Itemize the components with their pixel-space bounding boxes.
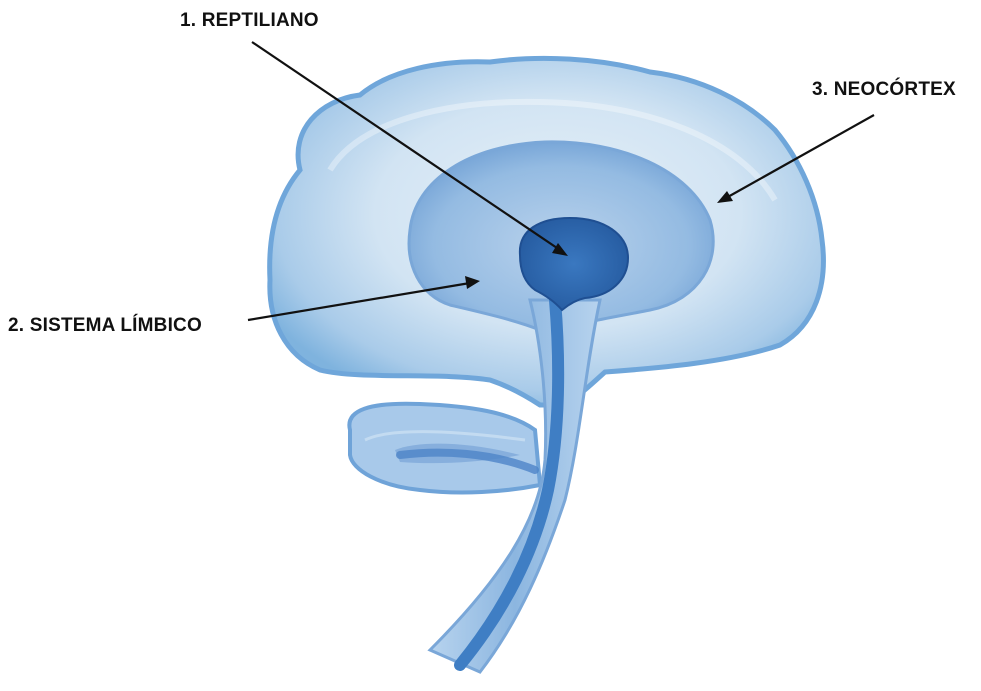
- label-reptiliano: 1. REPTILIANO: [180, 11, 319, 30]
- cerebellum: [349, 404, 540, 493]
- label-sistema-limbico: 2. SISTEMA LÍMBICO: [8, 316, 202, 335]
- label-neocortex: 3. NEOCÓRTEX: [812, 80, 956, 99]
